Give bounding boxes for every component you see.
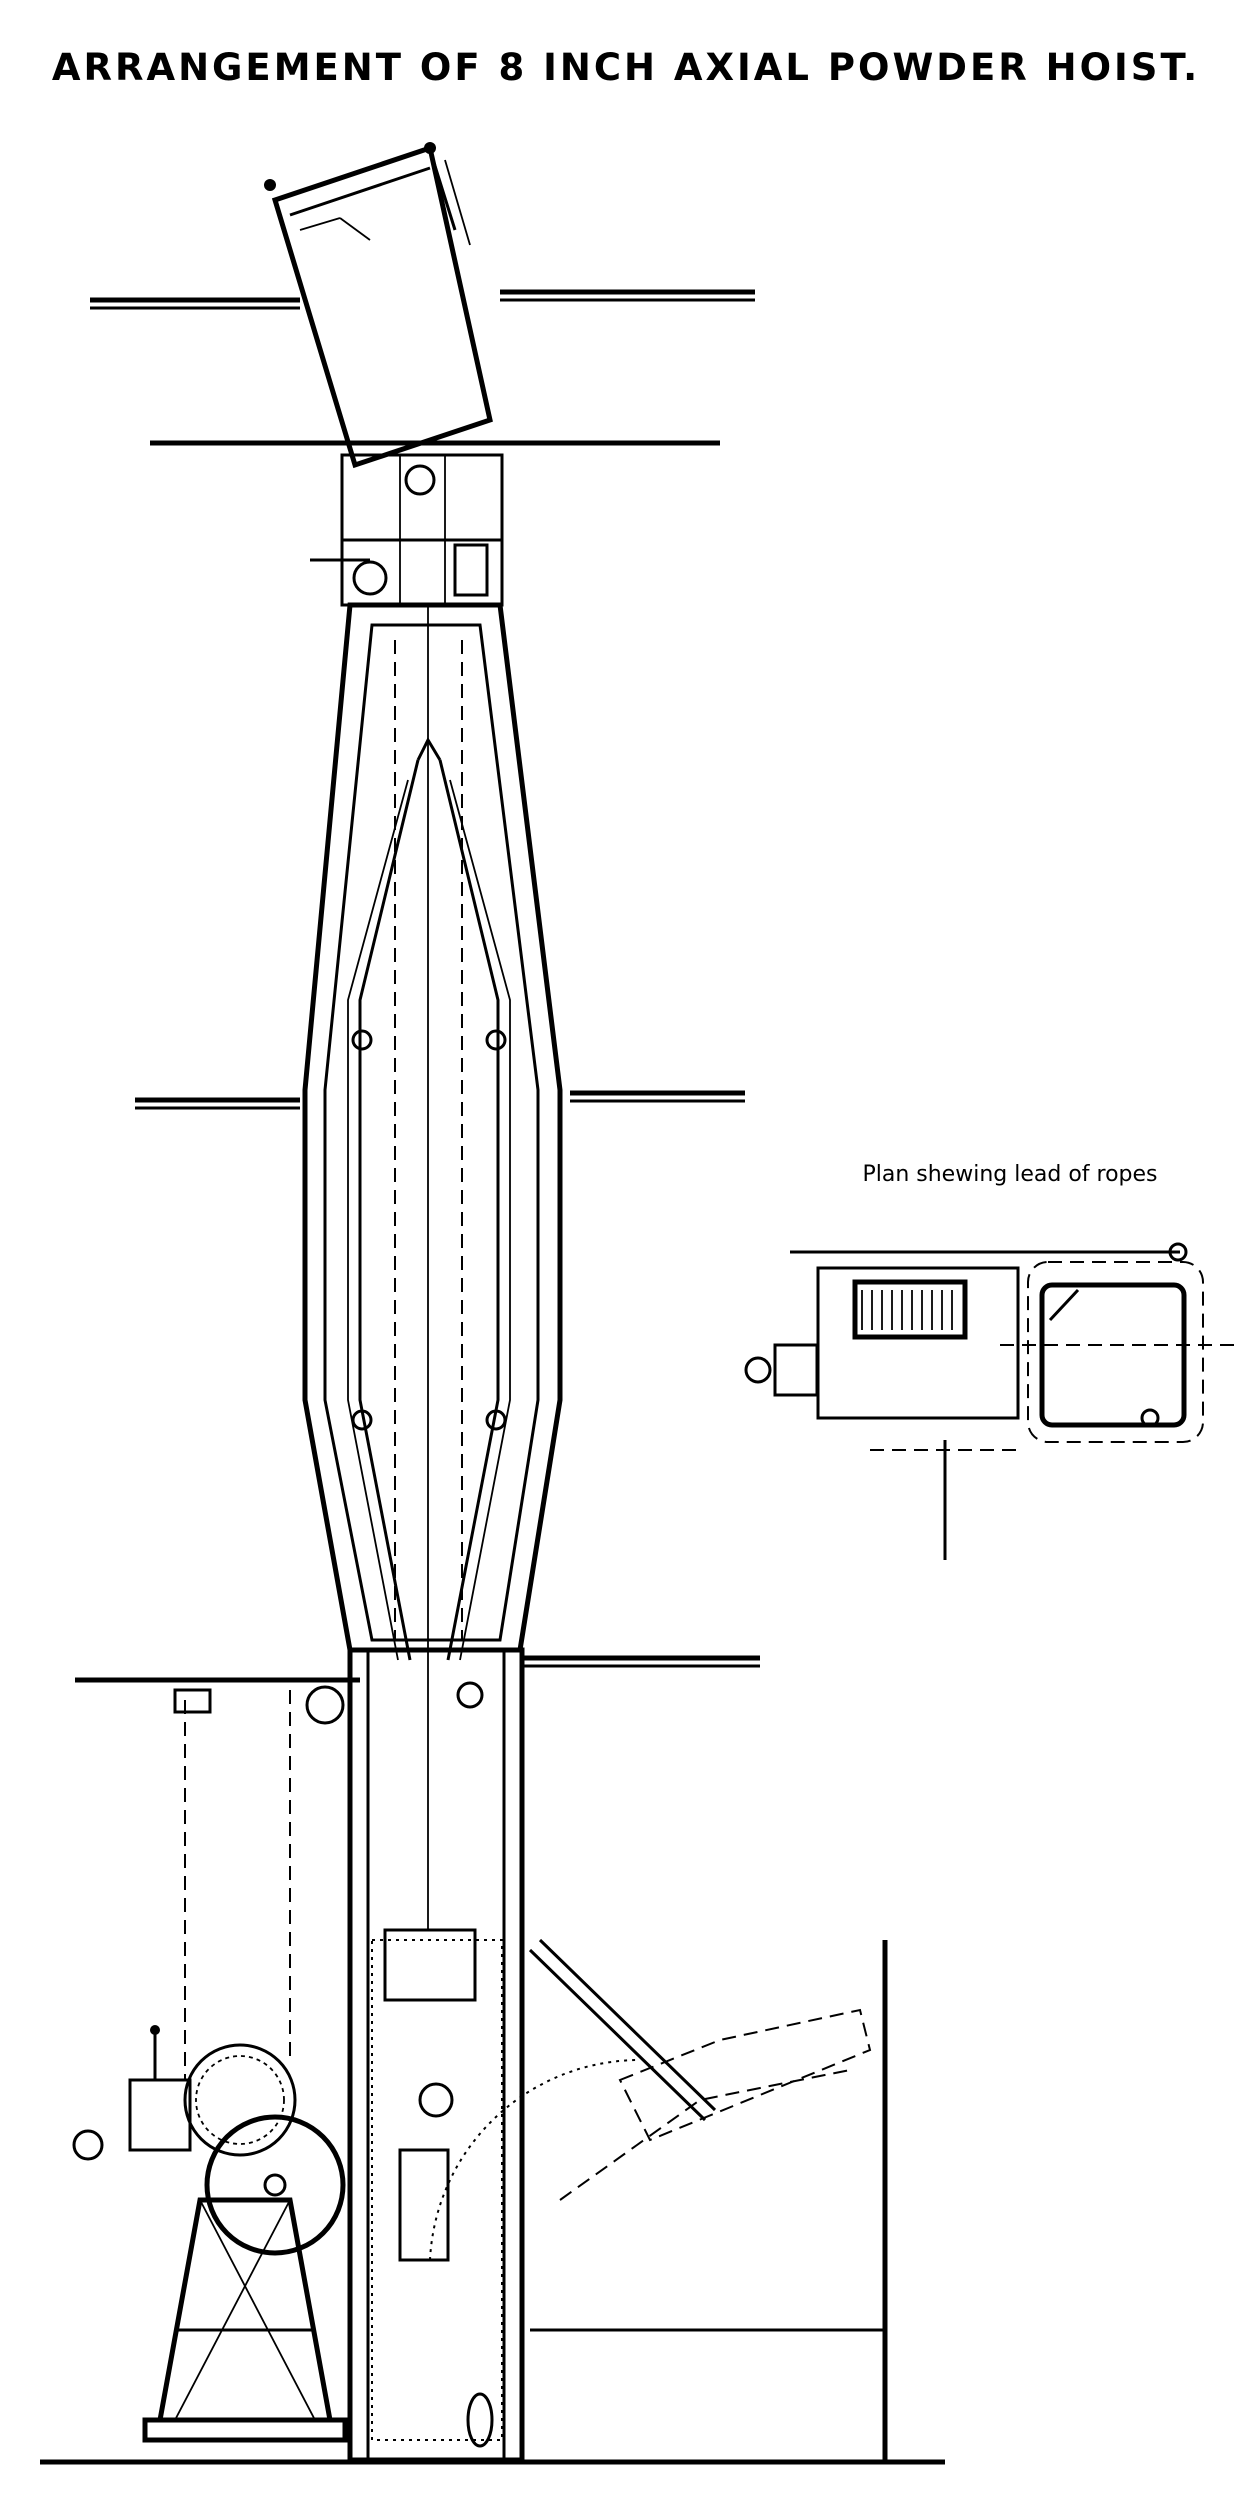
winch-assembly xyxy=(72,1685,348,2443)
main-trunk xyxy=(302,602,563,1661)
tilted-hopper xyxy=(264,142,493,469)
plan-view-label: Plan shewing lead of ropes xyxy=(862,1162,1158,1187)
plan-view-inset xyxy=(744,1242,1235,1560)
plan-roller-bank xyxy=(861,1290,953,1330)
drawing-title: ARRANGEMENT OF 8 INCH AXIAL POWDER HOIST… xyxy=(51,46,1201,89)
deck-beams xyxy=(40,289,945,2465)
lower-trunk xyxy=(347,1647,525,2463)
upper-head xyxy=(310,453,504,607)
lower-hatch xyxy=(429,1938,888,2462)
